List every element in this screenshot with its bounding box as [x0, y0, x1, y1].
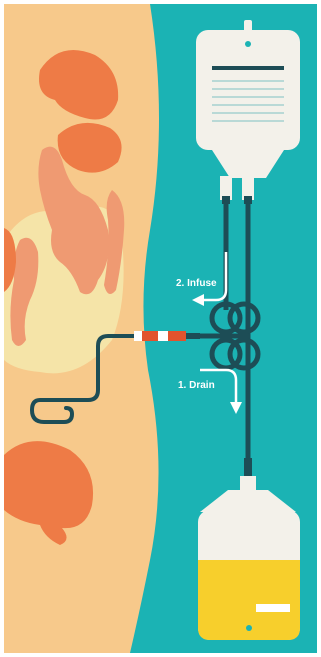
connector-white-mid [158, 331, 168, 341]
drain-label: 1. Drain [178, 380, 215, 391]
connector-white-left [134, 331, 142, 341]
connector-red-right [168, 331, 186, 341]
connector-red [142, 331, 158, 341]
infuse-label: 2. Infuse [176, 278, 217, 289]
connector-joint [186, 333, 200, 339]
